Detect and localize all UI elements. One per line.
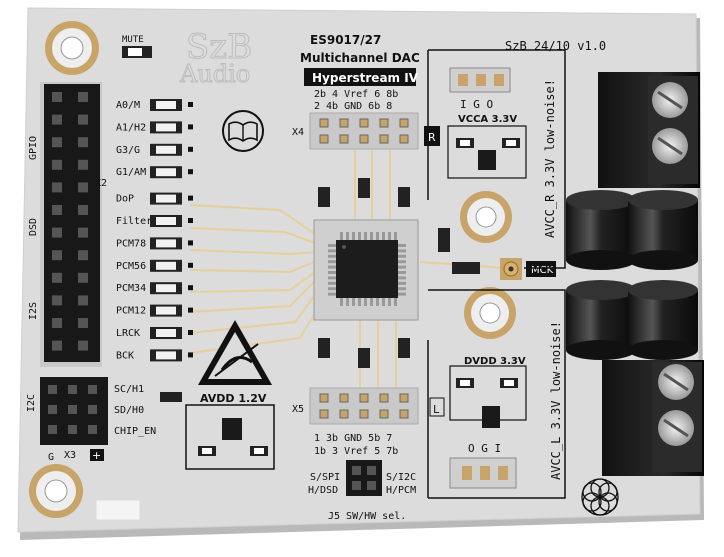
vcca-label: VCCA 3.3V bbox=[458, 114, 517, 125]
r-channel-mark: R bbox=[428, 131, 436, 144]
x3-label: X3 bbox=[64, 450, 76, 461]
mute-label: MUTE bbox=[122, 35, 144, 45]
i2c-pin-label: SC/H1 bbox=[114, 384, 144, 395]
j5-left-top: S/SPI bbox=[310, 472, 340, 483]
traces bbox=[189, 150, 506, 390]
i2c-label: I2C bbox=[26, 394, 37, 412]
mck-label: MCK bbox=[531, 265, 554, 276]
i2c-pin-label: SD/H0 bbox=[114, 405, 144, 416]
pin-label: A0/M bbox=[116, 100, 140, 111]
pin-label: PCM78 bbox=[116, 238, 146, 249]
pin-label: G3/G bbox=[116, 145, 140, 156]
ogi-bottom-label: O G I bbox=[468, 442, 501, 455]
screw-terminal-bottom bbox=[602, 360, 704, 476]
pin-header-x4 bbox=[309, 112, 419, 150]
esd-warning-icon bbox=[198, 320, 272, 385]
flower-logo-icon bbox=[581, 478, 619, 516]
j5-left-bottom: H/DSD bbox=[308, 485, 338, 496]
pin-label: LRCK bbox=[116, 328, 140, 339]
manual-book-icon bbox=[222, 110, 264, 152]
j5-right-bottom: H/PCM bbox=[386, 485, 416, 496]
gpio-label: GPIO bbox=[28, 136, 39, 160]
pin-header-x5 bbox=[309, 387, 419, 425]
x5-bottom-row: 1b 3 Vref 5 7b bbox=[314, 446, 398, 457]
mounting-hole-top-left bbox=[45, 21, 99, 75]
pin-label: DoP bbox=[116, 194, 134, 205]
pin-label: A1/H2 bbox=[116, 122, 146, 133]
hyperstream-badge bbox=[304, 68, 416, 86]
j5-caption: J5 SW/HW sel. bbox=[328, 511, 406, 522]
plus-label: + bbox=[92, 449, 101, 462]
pin-header-i2c bbox=[40, 377, 108, 445]
pin-label: PCM34 bbox=[116, 283, 146, 294]
blank-label-patch bbox=[95, 499, 141, 521]
chip-description: Multichannel DAC bbox=[300, 51, 420, 65]
pin-label: Filter bbox=[116, 216, 152, 227]
avdd-regulator bbox=[185, 404, 275, 470]
dac-chip bbox=[313, 219, 419, 321]
x5-label: X5 bbox=[292, 404, 304, 415]
x2-label: X2 bbox=[95, 178, 107, 189]
i2s-label: I2S bbox=[28, 302, 39, 320]
mounting-hole-bottom-left bbox=[29, 464, 83, 518]
mounting-hole-center-top bbox=[460, 191, 512, 243]
brand-logo-line2: Audio bbox=[179, 60, 250, 88]
ground-label: G bbox=[48, 452, 54, 463]
ogi-top-label: I G O bbox=[460, 98, 493, 111]
l-channel-mark: L bbox=[433, 403, 440, 416]
x4-label: X4 bbox=[292, 127, 304, 138]
regulator-section-l bbox=[427, 289, 566, 499]
x4-bottom-row: 2 4b GND 6b 8 bbox=[314, 101, 392, 112]
x4-top-row: 2b 4 Vref 6 8b bbox=[314, 89, 398, 100]
pin-label: PCM12 bbox=[116, 306, 146, 317]
regulator-section-r bbox=[424, 49, 566, 269]
electrolytic-capacitors bbox=[566, 190, 698, 360]
j5-right-top: S/I2C bbox=[386, 472, 416, 483]
avcc-l-label: AVCC_L 3.3V low-noise! bbox=[549, 321, 563, 480]
pin-label: G1/AM bbox=[116, 167, 146, 178]
brand-logo-line1: SzB bbox=[186, 27, 252, 67]
avcc-r-label: AVCC_R 3.3V low-noise! bbox=[543, 79, 557, 238]
version-label: SzB 24/10 v1.0 bbox=[505, 39, 606, 53]
screw-terminal-top bbox=[598, 72, 700, 188]
dsd-label: DSD bbox=[28, 218, 39, 236]
jumper-j5 bbox=[346, 460, 382, 496]
x5-top-row: 1 3b GND 5b 7 bbox=[314, 433, 392, 444]
hyperstream-text: Hyperstream IV bbox=[312, 71, 419, 85]
chip-name: ES9017/27 bbox=[310, 33, 381, 47]
i2c-pin-label: CHIP_EN bbox=[114, 426, 156, 437]
mounting-hole-center-bottom bbox=[464, 287, 516, 339]
pin-label: BCK bbox=[116, 350, 134, 361]
pin-header-left bbox=[40, 82, 102, 367]
pin-label: PCM56 bbox=[116, 261, 146, 272]
avdd-label: AVDD 1.2V bbox=[200, 392, 267, 405]
dvdd-label: DVDD 3.3V bbox=[464, 356, 526, 367]
mck-connector bbox=[500, 258, 522, 280]
